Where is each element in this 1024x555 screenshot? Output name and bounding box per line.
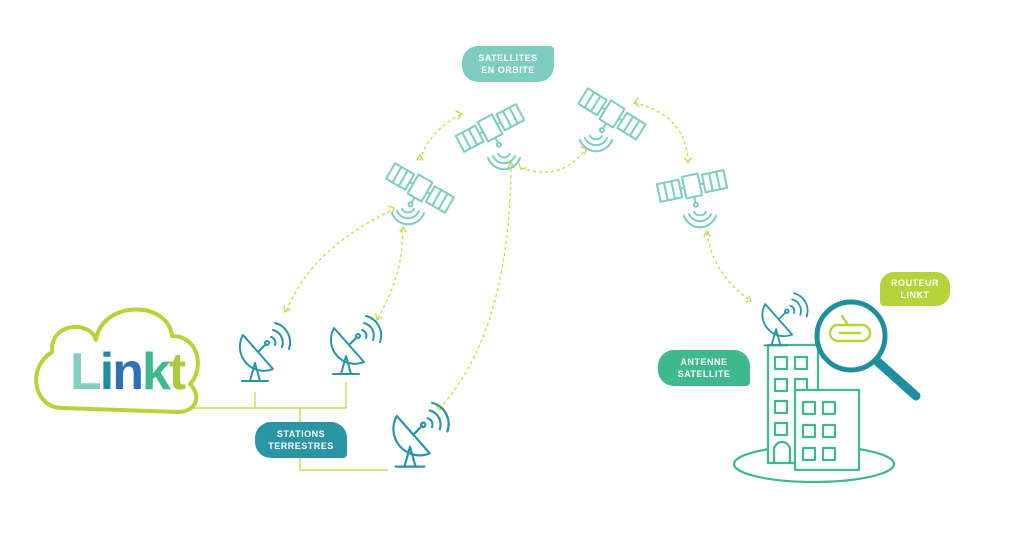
- cloud-icon: [34, 307, 200, 414]
- stations-label: STATIONS TERRESTRES: [255, 422, 347, 458]
- router-icon: [828, 314, 872, 343]
- routeur-label: ROUTEUR LINKT: [880, 272, 950, 306]
- building-icon: [732, 343, 896, 484]
- satellite-dish-icon: [761, 292, 809, 347]
- satellite-icon: [655, 167, 731, 229]
- satellite-icon: [453, 101, 531, 171]
- satellite-icon: [379, 160, 456, 226]
- satellites-label: SATELLITES EN ORBITE: [462, 46, 554, 82]
- satellite-icon: [571, 85, 648, 153]
- satellite-dish-icon: [392, 401, 450, 468]
- antenne-label: ANTENNE SATELLITE: [658, 350, 750, 386]
- link-arrows: [286, 102, 751, 409]
- magnifier-icon: [814, 299, 921, 401]
- linkt-logo: Linkt: [70, 343, 186, 401]
- satellite-dish-icon: [238, 322, 292, 382]
- satellite-dish-icon: [329, 315, 383, 375]
